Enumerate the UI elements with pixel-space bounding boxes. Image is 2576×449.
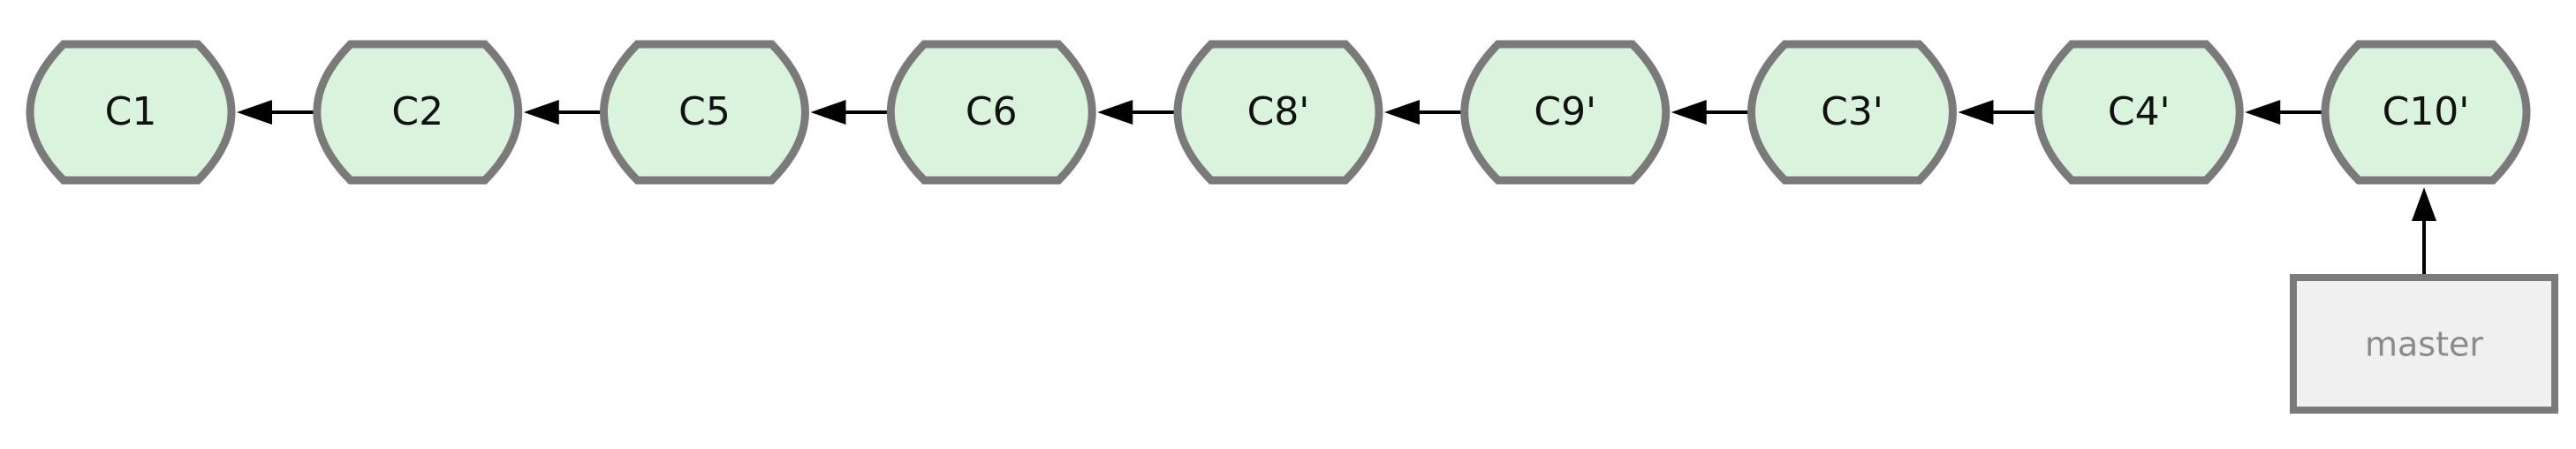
parent-edge-arrowhead: [1958, 100, 1994, 125]
commit-label: C8': [1247, 89, 1310, 134]
commit-shape: [1746, 40, 1958, 185]
commit-node[interactable]: C3': [1746, 40, 1958, 185]
commit-shape: [2034, 40, 2244, 185]
commit-shape: [599, 40, 810, 185]
parent-edge-arrowhead: [237, 100, 272, 125]
commit-shape: [1460, 40, 1671, 185]
commit-label: C9': [1534, 89, 1596, 134]
commit-shape: [313, 40, 523, 185]
commit-node[interactable]: C1: [26, 40, 236, 185]
commit-shape: [1173, 40, 1383, 185]
commit-label: C10': [2383, 89, 2470, 134]
commit-node[interactable]: C4': [2034, 40, 2244, 185]
branch-master-label: master: [2365, 325, 2483, 364]
commit-shape: [886, 40, 1096, 185]
commit-label: C2: [391, 89, 443, 134]
commit-label: C1: [105, 89, 157, 134]
commit-label: C4': [2108, 89, 2171, 134]
commit-nodes: C1 C2 C5 C6 C8' C9' C3' C4' C10': [26, 40, 2531, 185]
parent-edge-arrowhead: [1097, 100, 1133, 125]
branch-pointer: master: [2290, 187, 2558, 414]
commit-label: C6: [966, 89, 1018, 134]
parent-edge-arrowhead: [810, 100, 846, 125]
branch-arrow-head: [2412, 187, 2436, 221]
commit-label: C3': [1821, 89, 1883, 134]
commit-node[interactable]: C8': [1173, 40, 1383, 185]
commit-shape: [2321, 40, 2531, 185]
commit-edges: [237, 100, 2323, 125]
parent-edge-arrowhead: [1384, 100, 1420, 125]
commit-node[interactable]: C10': [2321, 40, 2531, 185]
commit-label: C5: [678, 89, 731, 134]
parent-edge-arrowhead: [523, 100, 559, 125]
commit-node[interactable]: C6: [886, 40, 1096, 185]
parent-edge-arrowhead: [2245, 100, 2281, 125]
commit-node[interactable]: C9': [1460, 40, 1671, 185]
branch-master-box[interactable]: [2290, 274, 2558, 414]
commit-node[interactable]: C5: [599, 40, 810, 185]
commit-node[interactable]: C2: [313, 40, 523, 185]
parent-edge-arrowhead: [1671, 100, 1707, 125]
commit-shape: [26, 40, 236, 185]
